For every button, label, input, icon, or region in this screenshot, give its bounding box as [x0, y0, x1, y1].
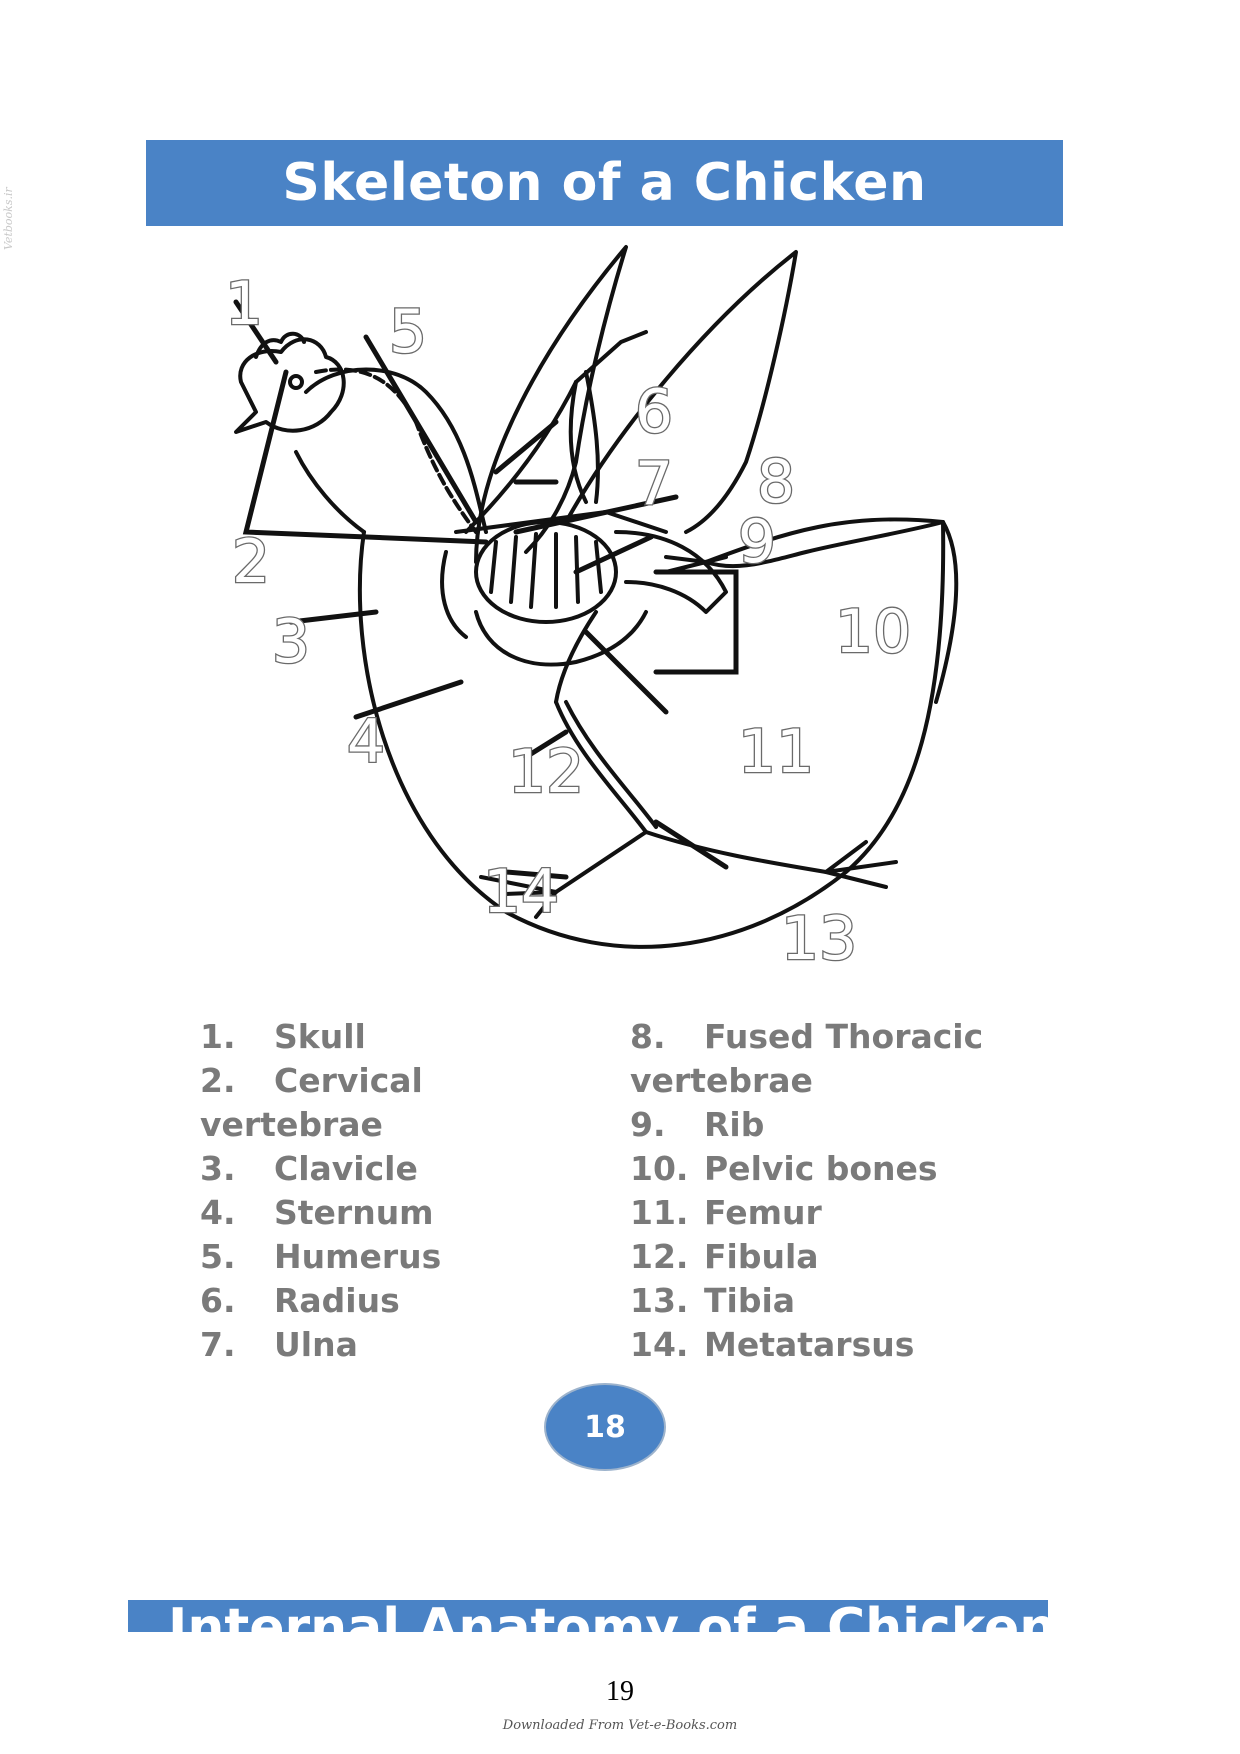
legend-item: 8.Fused Thoracic [630, 1017, 984, 1056]
chicken-skeleton-diagram: 1 2 3 4 5 6 7 8 9 10 11 12 13 14 [146, 232, 1063, 1022]
legend-item: 2.Cervical [200, 1061, 423, 1100]
callout-13: 13 [781, 904, 857, 974]
eye [288, 374, 304, 390]
legend-item-continuation: vertebrae [200, 1105, 383, 1144]
callout-14: 14 [483, 857, 559, 927]
legend-right-column: 8.Fused Thoracic vertebrae 9.Rib 10.Pelv… [630, 1015, 1050, 1367]
tail-outline [704, 517, 959, 704]
femur-bone [554, 610, 598, 704]
cervical-spine [314, 367, 478, 534]
wing-right-outline [564, 250, 798, 534]
callout-2: 2 [232, 527, 270, 597]
callout-4: 4 [347, 707, 385, 777]
fibula-bone [564, 700, 658, 829]
next-section-title: Internal Anatomy of a Chicken Egg [168, 1600, 1048, 1632]
pointer-2 [242, 369, 489, 545]
pointer-4 [353, 679, 464, 720]
radius-bone [568, 380, 588, 504]
metatarsus-left [554, 830, 648, 894]
callout-6: 6 [635, 377, 673, 447]
humerus-bone [464, 380, 578, 534]
legend-item: 12.Fibula [630, 1237, 819, 1276]
wing-tip-bone [574, 330, 648, 384]
callout-9: 9 [738, 507, 776, 577]
callout-10: 10 [835, 597, 911, 667]
tail-bones [664, 555, 728, 574]
pointer-10 [653, 569, 739, 675]
legend-item: 5.Humerus [200, 1237, 442, 1276]
legend-item: 6.Radius [200, 1281, 400, 1320]
page-number: 19 [606, 1676, 634, 1707]
legend-item: 11.Femur [630, 1193, 822, 1232]
pointer-13 [653, 819, 729, 870]
ulna-bone [584, 370, 600, 504]
book-page-badge-number: 18 [584, 1409, 626, 1445]
tibia-bone [554, 700, 648, 834]
callout-1: 1 [225, 269, 263, 339]
legend-item: 7.Ulna [200, 1325, 358, 1364]
callout-3: 3 [272, 607, 310, 677]
pointer-11 [583, 629, 669, 715]
wing-left-outline [474, 245, 628, 564]
legend-item: 14.Metatarsus [630, 1325, 915, 1364]
pointer-6 [493, 419, 559, 475]
next-section-banner: Internal Anatomy of a Chicken Egg [128, 1600, 1048, 1632]
callout-5: 5 [389, 297, 427, 367]
ribs [489, 532, 603, 609]
book-page-badge: 18 [544, 1383, 666, 1471]
legend-item: 13.Tibia [630, 1281, 796, 1320]
pointer-8 [513, 494, 679, 535]
comb [254, 331, 306, 359]
legend-item: 10.Pelvic bones [630, 1149, 938, 1188]
chicken-skeleton-illustration: 1 2 3 4 5 6 7 8 9 10 11 12 13 14 [224, 245, 959, 975]
legend-item: 3.Clavicle [200, 1149, 418, 1188]
callout-12: 12 [508, 737, 584, 807]
page-title-banner: Skeleton of a Chicken [146, 140, 1063, 226]
pointer-5 [363, 334, 479, 525]
callout-8: 8 [757, 447, 795, 517]
throat-outline [294, 450, 366, 534]
ribcage [474, 520, 618, 624]
legend-left-column: 1.Skull 2.Cervical vertebrae 3.Clavicle … [200, 1015, 620, 1367]
foot-left [479, 875, 558, 919]
body-outline [357, 520, 946, 949]
clavicle-bone [440, 550, 468, 639]
legend-item: 1.Skull [200, 1017, 366, 1056]
callout-7: 7 [635, 449, 673, 519]
legend-item: 9.Rib [630, 1105, 765, 1144]
legend-item-continuation: vertebrae [630, 1061, 813, 1100]
pointer-1 [233, 299, 279, 365]
sternum-bone [474, 610, 648, 667]
foot-right [824, 840, 898, 889]
legend-item: 4.Sternum [200, 1193, 434, 1232]
pointer-14 [503, 869, 569, 880]
head-outline [234, 337, 346, 434]
pointer-9 [573, 534, 654, 575]
metatarsus-right [644, 830, 828, 874]
page-title: Skeleton of a Chicken [282, 153, 927, 213]
pointer-3 [288, 609, 379, 625]
side-watermark: Vetbooks.ir [2, 187, 15, 250]
pelvic-bone [614, 530, 728, 614]
callout-11: 11 [738, 717, 814, 787]
pointer-12 [523, 729, 569, 760]
footer-credit: Downloaded From Vet-e-Books.com [502, 1718, 738, 1733]
